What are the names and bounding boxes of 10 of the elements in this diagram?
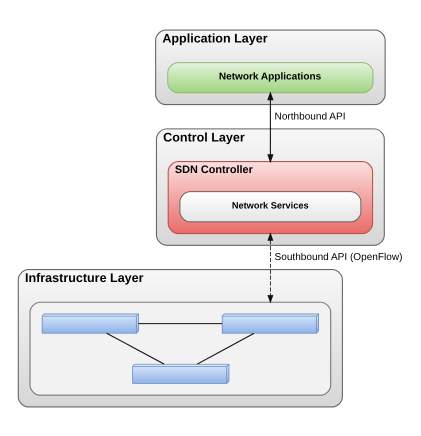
connector [106,332,164,364]
arrow [267,232,274,304]
connector [196,332,254,364]
edge-label: Northbound API [274,110,346,122]
cluster: Infrastructure Layer [18,268,343,407]
edge-label: Southbound API (OpenFlow) [274,252,402,263]
connector [138,322,222,324]
arrow [267,90,274,163]
node-box: Network Services [180,190,362,222]
node-box: Network Applications [167,62,374,93]
